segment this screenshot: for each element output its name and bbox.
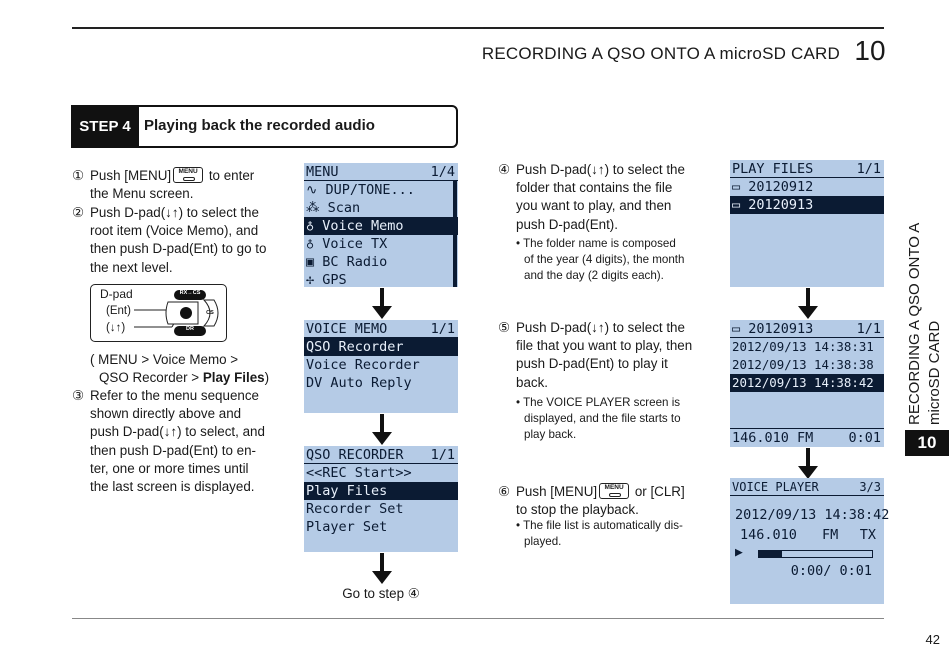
- step-marker: ③: [72, 388, 85, 403]
- file-item: 2012/09/13 14:38:31: [732, 339, 874, 354]
- note-5: • The VOICE PLAYER screen is displayed, …: [516, 396, 681, 441]
- note-4: • The folder name is composed of the yea…: [516, 237, 685, 282]
- chapter-number: 10: [854, 35, 886, 66]
- file-item: 2012/09/13 14:38:38: [732, 357, 874, 372]
- play-icon: ▶: [735, 545, 743, 560]
- dpad-ent-label: (Ent): [106, 305, 131, 317]
- menu-item-voice-tx: ♁ Voice TX: [306, 236, 388, 252]
- playback-progress-fill: [759, 551, 782, 557]
- menu-item-recorder-set: Recorder Set: [306, 501, 404, 517]
- menu-item-voice-recorder: Voice Recorder: [306, 357, 420, 373]
- menu-item-scan: ⁂ Scan: [306, 200, 361, 216]
- player-time: 0:00/ 0:01: [790, 563, 872, 579]
- menu-item-rec-start: <<REC Start>>: [306, 465, 412, 481]
- dpad-icon: [134, 290, 219, 336]
- menu-item-bc-radio: ▣ BC Radio: [306, 254, 388, 270]
- step-marker: ⑤: [498, 320, 511, 335]
- flow-arrow-icon: [798, 288, 818, 320]
- side-tab-line2: microSD CARD: [926, 320, 943, 425]
- menu-path: ( MENU > Voice Memo > QSO Recorder > Pla…: [90, 352, 270, 386]
- step-marker: ⑥: [498, 484, 511, 499]
- menu-item-player-set: Player Set: [306, 519, 388, 535]
- header-rule: [72, 27, 884, 29]
- dpad-label: D-pad: [100, 287, 133, 301]
- player-datetime: 2012/09/13 14:38:42: [735, 507, 890, 523]
- dpad-illustration: [90, 284, 227, 342]
- flow-arrow-icon: [372, 553, 392, 585]
- menu-item-dup-tone: ∿ DUP/TONE...: [306, 182, 415, 198]
- step-marker: ④: [498, 162, 511, 177]
- footer-rule: [72, 618, 884, 619]
- menu-key-icon: MENU: [599, 483, 630, 499]
- step-marker: ②: [72, 205, 85, 220]
- step-marker: ①: [72, 168, 85, 183]
- chapter-title: RECORDING A QSO ONTO A microSD CARD: [481, 44, 840, 63]
- dpad-right-button-label: CS: [206, 310, 214, 316]
- menu-item-dv-auto-reply: DV Auto Reply: [306, 375, 412, 391]
- note-6: • The file list is automatically dis- pl…: [516, 519, 683, 548]
- folder-item: ▭ 20120912: [732, 179, 814, 195]
- step-label: STEP 4: [71, 105, 139, 148]
- file-item-selected: 2012/09/13 14:38:42: [730, 374, 884, 392]
- step-title: Playing back the recorded audio: [144, 117, 375, 134]
- dpad-updown-label: (↓↑): [106, 322, 126, 334]
- dpad-top-button-label: RX→CS: [179, 290, 201, 296]
- folder-item-selected: ▭ 20120913: [730, 196, 884, 214]
- menu-item-play-files: Play Files: [304, 482, 458, 500]
- menu-item-qso-recorder: QSO Recorder: [304, 338, 458, 356]
- flow-arrow-icon: [372, 288, 392, 320]
- flow-arrow-icon: [372, 414, 392, 446]
- lcd-scrollbar: [453, 181, 457, 287]
- flow-arrow-icon: [798, 448, 818, 480]
- side-tab-chapter-number: 10: [905, 430, 949, 456]
- menu-key-icon: MENU: [173, 167, 204, 183]
- side-tab-line1: RECORDING A QSO ONTO A: [906, 222, 923, 425]
- page-number: 42: [925, 632, 940, 647]
- playback-progress-bar: [758, 550, 873, 558]
- menu-item-gps: ✢ GPS: [306, 272, 347, 288]
- menu-item-voice-memo: ♁ Voice Memo: [304, 217, 458, 235]
- go-to-step-note: Go to step ④: [342, 586, 420, 601]
- dpad-bottom-button-label: DR: [186, 326, 194, 332]
